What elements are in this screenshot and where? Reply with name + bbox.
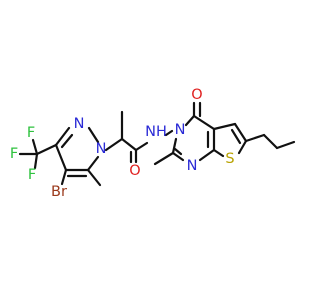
- molecule-structure-diagram: F F F N N Br O NH N O N S: [10, 87, 296, 200]
- bond-f2-c: [33, 152, 39, 170]
- bond-carbonyl-nh: [134, 141, 149, 152]
- carbonyl-oxygen-atom: O: [191, 87, 202, 103]
- bond-c2-n3: [171, 137, 178, 155]
- bond-c6-propyl-1: [244, 133, 266, 143]
- bond-n1-c2: [171, 151, 185, 162]
- bond-n1-c5: [86, 155, 100, 172]
- fluorine-atom-3: F: [27, 125, 35, 141]
- bromine-atom: Br: [51, 184, 67, 200]
- bond-n1-ch: [104, 137, 124, 152]
- bond-c4a-c5: [212, 122, 237, 131]
- pyrazole-nitrogen-2: N: [74, 116, 85, 132]
- bond-c5-c6: [233, 122, 248, 143]
- bond-layer: [18, 101, 296, 187]
- bond-n2-n1: [87, 126, 100, 144]
- bond-n3-c4: [184, 114, 196, 127]
- bond-c5-c6-double: [230, 128, 242, 145]
- molecule-svg: F F F N N Br O NH N O N S: [10, 87, 296, 200]
- thiophene-sulfur-atom: S: [225, 151, 234, 167]
- bond-c3-n2: [54, 126, 71, 147]
- bond-ch-carbonyl: [120, 137, 138, 152]
- bond-propyl-2: [262, 133, 279, 150]
- amide-nh-group: NH: [145, 124, 167, 140]
- pyrimidine-nitrogen-3: N: [175, 122, 186, 138]
- bond-c7a-n1: [198, 148, 216, 162]
- amide-oxygen-atom: O: [129, 163, 140, 179]
- bond-c4-c3: [54, 143, 68, 172]
- pyrazole-nitrogen-1: N: [96, 141, 107, 157]
- bond-c2-methyl: [153, 151, 175, 166]
- bond-cf3-c3: [35, 143, 58, 156]
- bond-c4-c4a: [192, 114, 216, 131]
- bond-c5-methyl: [86, 168, 102, 187]
- bond-s-c7a: [212, 148, 225, 158]
- bond-nh-n3: [164, 129, 174, 137]
- fluorine-atom-1: F: [10, 146, 18, 162]
- bond-f3-c: [31, 138, 39, 156]
- bond-c3-n2-double: [60, 133, 74, 149]
- bond-n1-c2-double: [173, 147, 183, 156]
- pyrimidine-nitrogen-1: N: [187, 158, 198, 174]
- bond-c4-br: [60, 168, 68, 186]
- bond-c6-s: [237, 139, 248, 155]
- fluorine-atom-2: F: [28, 167, 36, 183]
- bond-propyl-3: [275, 140, 296, 150]
- atom-label-layer: F F F N N Br O NH N O N S: [10, 87, 235, 200]
